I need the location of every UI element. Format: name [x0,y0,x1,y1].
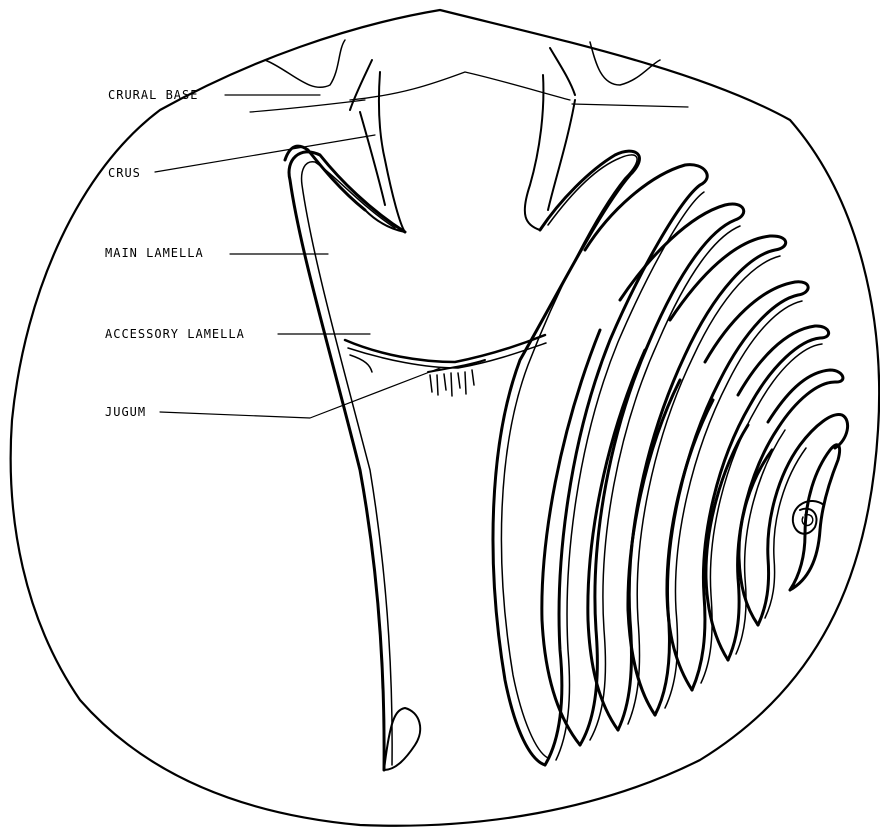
left-main-lamella [285,146,420,770]
leader-crus [155,135,375,172]
label-accessory-lamella: ACCESSORY LAMELLA [105,327,245,341]
hinge-area [250,40,688,112]
right-crus [525,48,575,230]
spiralia [493,151,848,765]
leader-jugum [160,368,440,418]
label-jugum: JUGUM [105,405,146,419]
label-main-lamella: MAIN LAMELLA [105,246,204,260]
accessory-lamella [345,335,546,372]
jugum-process [428,360,485,396]
label-crus: CRUS [108,166,141,180]
label-crural-base: CRURAL BASE [108,88,198,102]
